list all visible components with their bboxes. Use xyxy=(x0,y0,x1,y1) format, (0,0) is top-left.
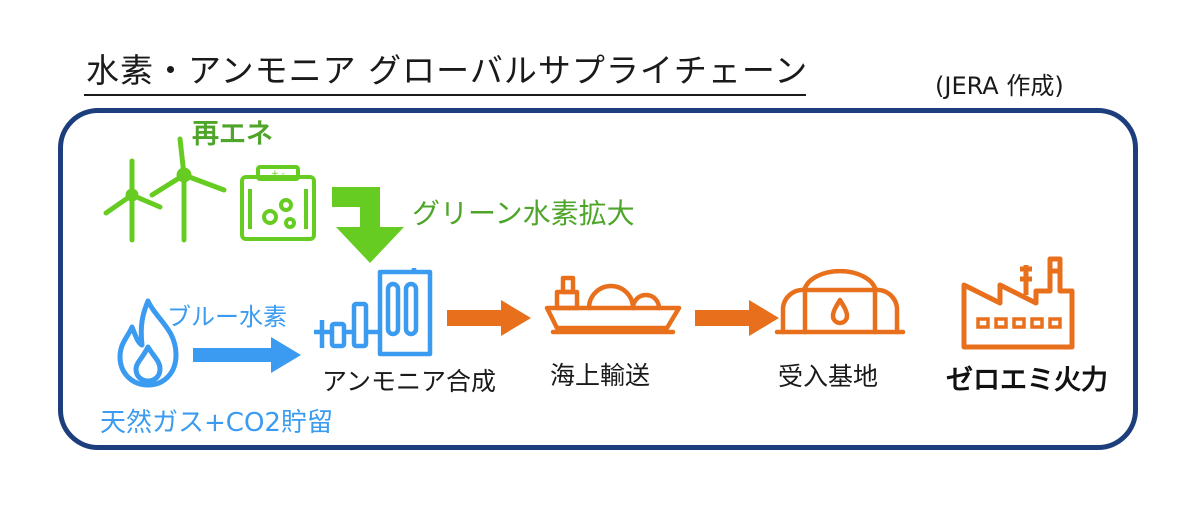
green-arrow-icon xyxy=(332,187,404,263)
wind-turbine-icon xyxy=(103,136,227,243)
page-title: 水素・アンモニア グローバルサプライチェーン xyxy=(86,51,809,90)
marine-transport-label: 海上輸送 xyxy=(550,361,651,390)
renewable-label: 再エネ xyxy=(192,119,273,150)
natural-gas-ccs-label: 天然ガス+CO2貯留 xyxy=(100,408,333,438)
orange-arrow-icon xyxy=(447,300,531,336)
orange-arrow-icon xyxy=(695,300,779,336)
battery-icon: + - xyxy=(240,165,316,241)
tanker-ship-icon xyxy=(544,275,682,335)
flame-icon xyxy=(117,298,179,388)
ammonia-synthesis-label: アンモニア合成 xyxy=(322,367,497,396)
receiving-terminal-label: 受入基地 xyxy=(778,362,879,391)
blue-arrow-icon xyxy=(193,337,301,373)
ammonia-plant-icon xyxy=(314,268,433,357)
green-hydrogen-label: グリーン水素拡大 xyxy=(412,197,635,230)
title-underline xyxy=(84,94,806,96)
svg-text:+ -: + - xyxy=(271,169,285,179)
blue-hydrogen-label: ブルー水素 xyxy=(167,303,287,331)
author-credit: (JERA 作成) xyxy=(935,72,1064,100)
supply-chain-frame xyxy=(58,108,1138,450)
factory-icon xyxy=(961,256,1075,350)
zero-emission-power-label: ゼロエミ火力 xyxy=(946,365,1108,396)
storage-tank-icon xyxy=(774,268,906,335)
